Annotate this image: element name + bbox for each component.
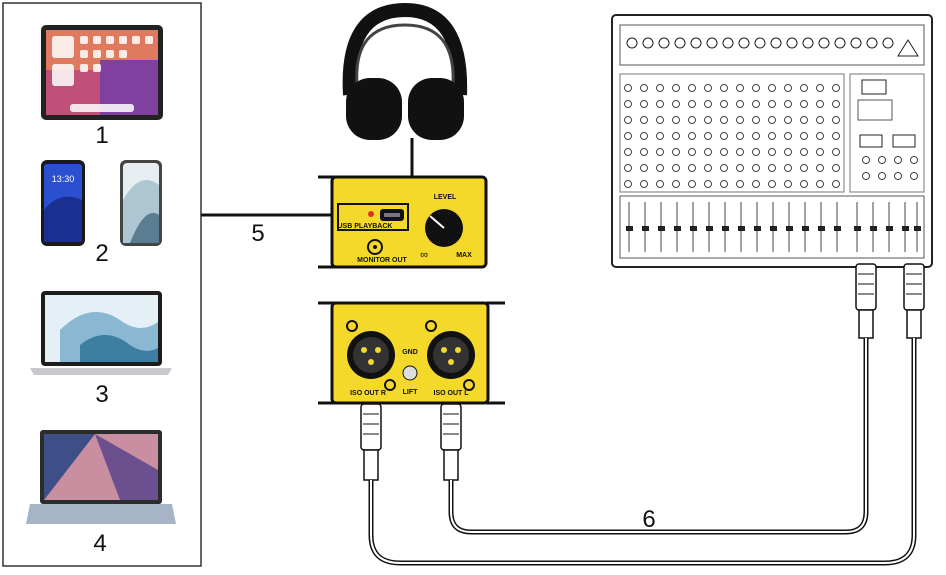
usb-playback-label: USB PLAYBACK	[338, 223, 393, 230]
xlr-plug-icon	[360, 403, 382, 481]
xlr-cable-l	[448, 338, 869, 535]
iso-out-l-label: ISO OUT L	[434, 390, 470, 397]
link-6-number: 6	[642, 506, 656, 533]
gnd-label: GND	[402, 349, 418, 356]
link-5-number: 5	[251, 220, 265, 247]
smartphone-icon	[120, 160, 162, 246]
laptop-icon	[26, 430, 176, 524]
headphones-icon	[342, 2, 468, 140]
monitor-out-label: MONITOR OUT	[357, 257, 407, 264]
lift-label: LIFT	[403, 389, 418, 396]
tablet-icon	[41, 25, 163, 120]
mixer-console	[611, 14, 933, 268]
device-1-number: 1	[95, 122, 109, 149]
device-3-number: 3	[95, 381, 109, 408]
smartphone-icon: 13:30	[41, 160, 85, 246]
iso-box: GND LIFT ISO OUT R ISO OUT L	[318, 301, 505, 405]
xlr-plug-icon	[903, 263, 925, 339]
xlr-cable-l-inner	[450, 338, 867, 533]
device-2-number: 2	[95, 240, 109, 267]
level-max-label: MAX	[456, 252, 472, 259]
iso-out-r-label: ISO OUT R	[350, 390, 386, 397]
phone-clock-text: 13:30	[52, 174, 75, 184]
xlr-plug-icon	[440, 403, 462, 481]
usb-playback-box: USB PLAYBACK LEVEL ∞ MAX MONITOR OUT	[318, 175, 488, 269]
level-label: LEVEL	[434, 194, 457, 201]
xlr-plug-icon	[855, 263, 877, 339]
laptop-icon	[30, 291, 172, 375]
device-4-number: 4	[93, 530, 107, 557]
ground-lift-switch[interactable]	[402, 365, 418, 381]
level-min-label: ∞	[420, 249, 428, 261]
xlr-cable-r-inner	[370, 338, 915, 564]
